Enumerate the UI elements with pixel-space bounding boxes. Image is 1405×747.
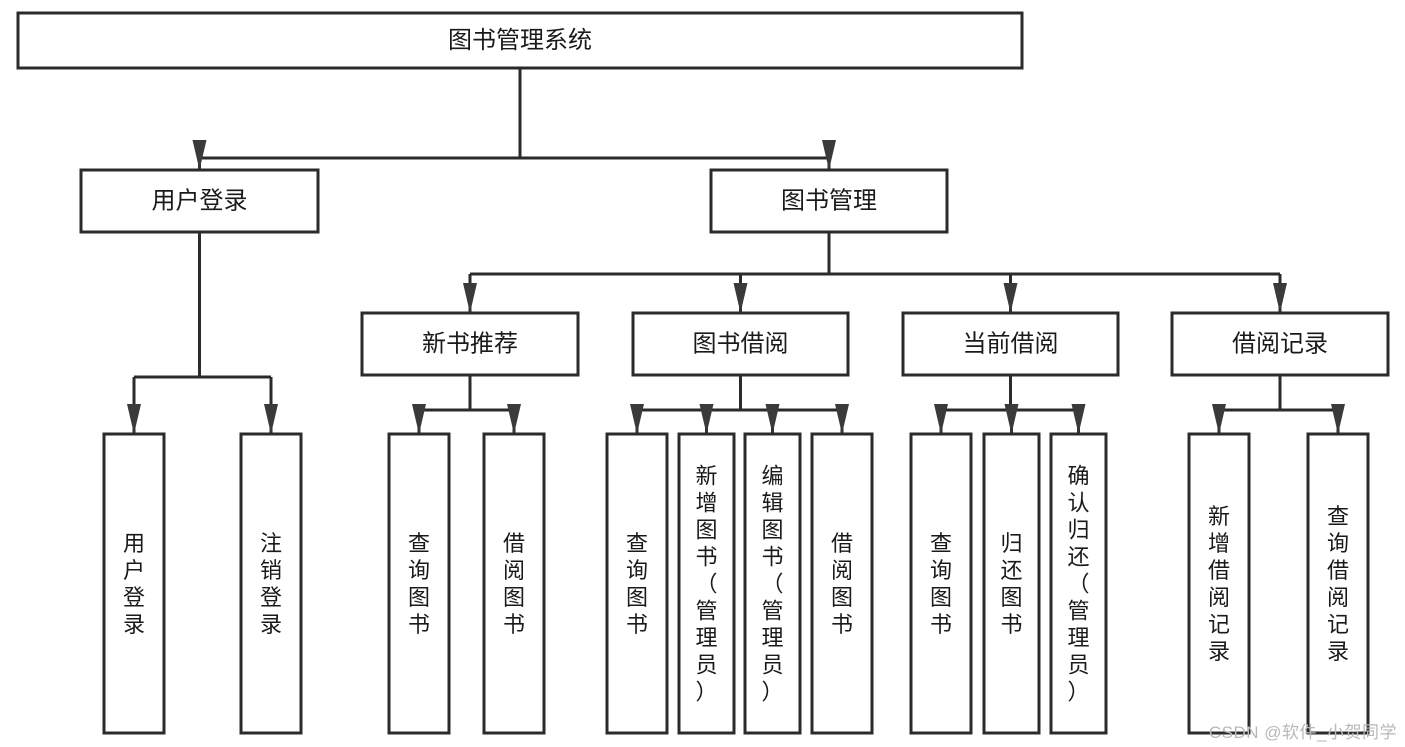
book-mgmt-to-level2-arrow-1 bbox=[733, 283, 748, 313]
node-level2-3-box[interactable] bbox=[1170, 311, 1390, 377]
leafgroup-新书推荐-arrow-0 bbox=[412, 404, 426, 434]
node-leaf-8-box[interactable] bbox=[909, 432, 973, 735]
node-level1-1[interactable]: 图书管理 bbox=[709, 168, 949, 234]
node-level2-2-box[interactable] bbox=[901, 311, 1120, 377]
node-leaf-10-label: 确认归还（管理员） bbox=[1067, 463, 1089, 704]
node-leaf-0-label: 用户登录 bbox=[123, 531, 145, 637]
node-leaf-7-box[interactable] bbox=[810, 432, 874, 735]
node-leaf-2-label: 查询图书 bbox=[408, 531, 430, 637]
node-leaf-1-label: 注销登录 bbox=[260, 531, 282, 637]
node-leaf-11-box[interactable] bbox=[1187, 432, 1251, 735]
node-leaf-4-label: 查询图书 bbox=[626, 531, 648, 637]
node-leaf-5-label: 新增图书（管理员） bbox=[695, 463, 717, 704]
node-root-label: 图书管理系统 bbox=[448, 27, 592, 54]
node-leaf-1-box[interactable] bbox=[239, 432, 303, 735]
node-root[interactable]: 图书管理系统 bbox=[16, 11, 1024, 70]
node-leaf-5[interactable]: 新增图书（管理员） bbox=[677, 432, 736, 735]
connector-layer bbox=[127, 68, 1345, 434]
leafgroup-图书借阅-arrow-0 bbox=[630, 404, 644, 434]
node-level2-1[interactable]: 图书借阅 bbox=[631, 311, 850, 377]
node-leaf-6-label: 编辑图书（管理员） bbox=[761, 463, 783, 704]
node-level2-0[interactable]: 新书推荐 bbox=[360, 311, 580, 377]
node-leaf-3-box[interactable] bbox=[482, 432, 546, 735]
node-level1-1-box[interactable] bbox=[709, 168, 949, 234]
node-leaf-0-box[interactable] bbox=[102, 432, 166, 735]
node-leaf-11[interactable]: 新增借阅记录 bbox=[1187, 432, 1251, 735]
node-level2-2[interactable]: 当前借阅 bbox=[901, 311, 1120, 377]
book-mgmt-to-level2-arrow-3 bbox=[1273, 283, 1287, 313]
node-leaf-2[interactable]: 查询图书 bbox=[387, 432, 451, 735]
node-level2-1-label: 图书借阅 bbox=[693, 330, 789, 357]
watermark-text: CSDN @软件_小贺同学 bbox=[1208, 723, 1397, 742]
leafgroup-图书借阅-arrow-1 bbox=[699, 404, 714, 434]
leafgroup-用户登录-arrow-1 bbox=[264, 404, 278, 434]
node-level2-0-label: 新书推荐 bbox=[422, 330, 518, 357]
leafgroup-当前借阅-arrow-1 bbox=[1004, 404, 1019, 434]
node-leaf-11-label: 新增借阅记录 bbox=[1208, 504, 1230, 664]
node-level2-1-box[interactable] bbox=[631, 311, 850, 377]
node-leaf-1[interactable]: 注销登录 bbox=[239, 432, 303, 735]
node-leaf-10-box[interactable] bbox=[1049, 432, 1108, 735]
leafgroup-图书借阅-arrow-3 bbox=[835, 404, 849, 434]
root-to-level1-arrow-0 bbox=[192, 140, 207, 170]
leafgroup-图书借阅-arrow-2 bbox=[765, 404, 780, 434]
node-level1-1-label: 图书管理 bbox=[781, 187, 877, 214]
node-level1-0[interactable]: 用户登录 bbox=[79, 168, 320, 234]
leafgroup-用户登录-arrow-0 bbox=[127, 404, 141, 434]
node-leaf-12[interactable]: 查询借阅记录 bbox=[1306, 432, 1370, 735]
root-to-level1-arrow-1 bbox=[822, 140, 836, 170]
node-leaf-3[interactable]: 借阅图书 bbox=[482, 432, 546, 735]
node-level2-0-box[interactable] bbox=[360, 311, 580, 377]
leafgroup-当前借阅-arrow-0 bbox=[934, 404, 948, 434]
leafgroup-借阅记录-arrow-0 bbox=[1212, 404, 1226, 434]
node-level2-2-label: 当前借阅 bbox=[963, 330, 1059, 357]
node-leaf-8[interactable]: 查询图书 bbox=[909, 432, 973, 735]
node-leaf-6[interactable]: 编辑图书（管理员） bbox=[743, 432, 802, 735]
node-leaf-10[interactable]: 确认归还（管理员） bbox=[1049, 432, 1108, 735]
node-leaf-8-label: 查询图书 bbox=[930, 531, 952, 637]
node-leaf-9-box[interactable] bbox=[982, 432, 1041, 735]
node-leaf-0[interactable]: 用户登录 bbox=[102, 432, 166, 735]
book-mgmt-to-level2-arrow-0 bbox=[463, 283, 477, 313]
node-level1-0-label: 用户登录 bbox=[152, 187, 248, 214]
node-leaf-5-box[interactable] bbox=[677, 432, 736, 735]
node-leaf-12-box[interactable] bbox=[1306, 432, 1370, 735]
node-level2-3-label: 借阅记录 bbox=[1232, 330, 1328, 357]
leafgroup-借阅记录-arrow-1 bbox=[1331, 404, 1345, 434]
node-leaf-12-label: 查询借阅记录 bbox=[1327, 504, 1349, 664]
node-leaf-4[interactable]: 查询图书 bbox=[605, 432, 669, 735]
node-leaf-2-box[interactable] bbox=[387, 432, 451, 735]
leafgroup-当前借阅-arrow-2 bbox=[1071, 404, 1086, 434]
node-leaf-9-label: 归还图书 bbox=[1000, 531, 1022, 637]
leafgroup-新书推荐-arrow-1 bbox=[507, 404, 521, 434]
node-level2-3[interactable]: 借阅记录 bbox=[1170, 311, 1390, 377]
node-leaf-3-label: 借阅图书 bbox=[503, 531, 525, 637]
book-mgmt-to-level2-arrow-2 bbox=[1003, 283, 1018, 313]
node-root-box[interactable] bbox=[16, 11, 1024, 70]
node-leaf-9[interactable]: 归还图书 bbox=[982, 432, 1041, 735]
node-leaf-4-box[interactable] bbox=[605, 432, 669, 735]
node-leaf-7[interactable]: 借阅图书 bbox=[810, 432, 874, 735]
node-level1-0-box[interactable] bbox=[79, 168, 320, 234]
node-layer: 图书管理系统用户登录图书管理新书推荐图书借阅当前借阅借阅记录用户登录注销登录查询… bbox=[16, 11, 1390, 735]
node-leaf-7-label: 借阅图书 bbox=[831, 531, 853, 637]
node-leaf-6-box[interactable] bbox=[743, 432, 802, 735]
